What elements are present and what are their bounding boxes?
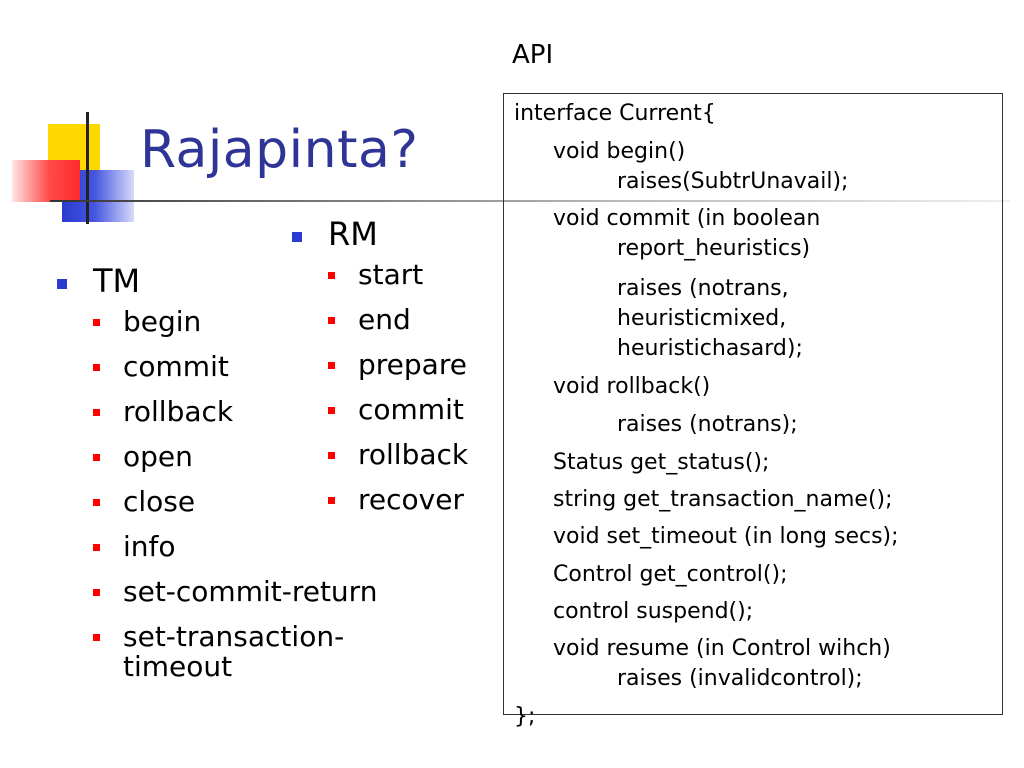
api-line-commit-raises-2: heuristicmixed, (617, 306, 787, 331)
slide-title: Rajapinta? (140, 120, 419, 180)
api-line-begin-raises: raises(SubtrUnavail); (617, 169, 849, 194)
tm-item-begin: begin (93, 307, 437, 337)
tm-heading: TM (93, 262, 141, 300)
api-line-suspend: control suspend(); (553, 599, 754, 624)
rm-heading: RM (328, 215, 378, 253)
api-line-interface: interface Current{ (514, 101, 716, 126)
rm-item-rollback: rollback (328, 440, 512, 470)
tm-item-commit: commit (93, 352, 437, 382)
rm-item-commit: commit (328, 395, 512, 425)
vertical-line-decoration (86, 112, 89, 224)
api-line-resume: void resume (in Control wihch) (553, 636, 891, 661)
api-line-get-transaction-name: string get_transaction_name(); (553, 487, 893, 512)
tm-list: begin commit rollback open close info se… (93, 307, 437, 682)
api-label: API (512, 40, 554, 70)
api-line-rollback: void rollback() (553, 374, 711, 399)
api-line-close: }; (514, 704, 536, 729)
rm-list: start end prepare commit rollback recove… (328, 260, 512, 515)
tm-item-rollback: rollback (93, 397, 437, 427)
tm-item-set-commit-return: set-commit-return (93, 577, 437, 607)
rm-item-prepare: prepare (328, 350, 512, 380)
tm-item-open: open (93, 442, 437, 472)
tm-column: TM begin commit rollback open close info… (57, 262, 437, 697)
api-line-commit-raises: raises (notrans, (617, 276, 789, 301)
api-line-get-control: Control get_control(); (553, 562, 788, 587)
api-line-resume-raises: raises (invalidcontrol); (617, 666, 863, 691)
title-underline-decoration (50, 200, 1010, 202)
api-line-commit-raises-3: heuristichasard); (617, 336, 803, 361)
tm-item-info: info (93, 532, 437, 562)
tm-item-set-transaction-timeout: set-transaction-timeout (93, 622, 373, 682)
tm-heading-item: TM begin commit rollback open close info… (57, 262, 437, 682)
api-line-commit-param: report_heuristics) (617, 236, 811, 261)
red-square-decoration (12, 160, 80, 202)
api-line-get-status: Status get_status(); (553, 450, 770, 475)
rm-item-start: start (328, 260, 512, 290)
api-line-begin: void begin() (553, 139, 686, 164)
api-line-commit: void commit (in boolean (553, 206, 821, 231)
tm-item-close: close (93, 487, 437, 517)
rm-item-end: end (328, 305, 512, 335)
rm-item-recover: recover (328, 485, 512, 515)
api-line-rollback-raises: raises (notrans); (617, 412, 798, 437)
rm-heading-item: RM start end prepare commit rollback rec… (292, 215, 512, 515)
rm-column: RM start end prepare commit rollback rec… (292, 215, 512, 530)
api-code-box (503, 93, 1003, 715)
api-line-set-timeout: void set_timeout (in long secs); (553, 524, 899, 549)
